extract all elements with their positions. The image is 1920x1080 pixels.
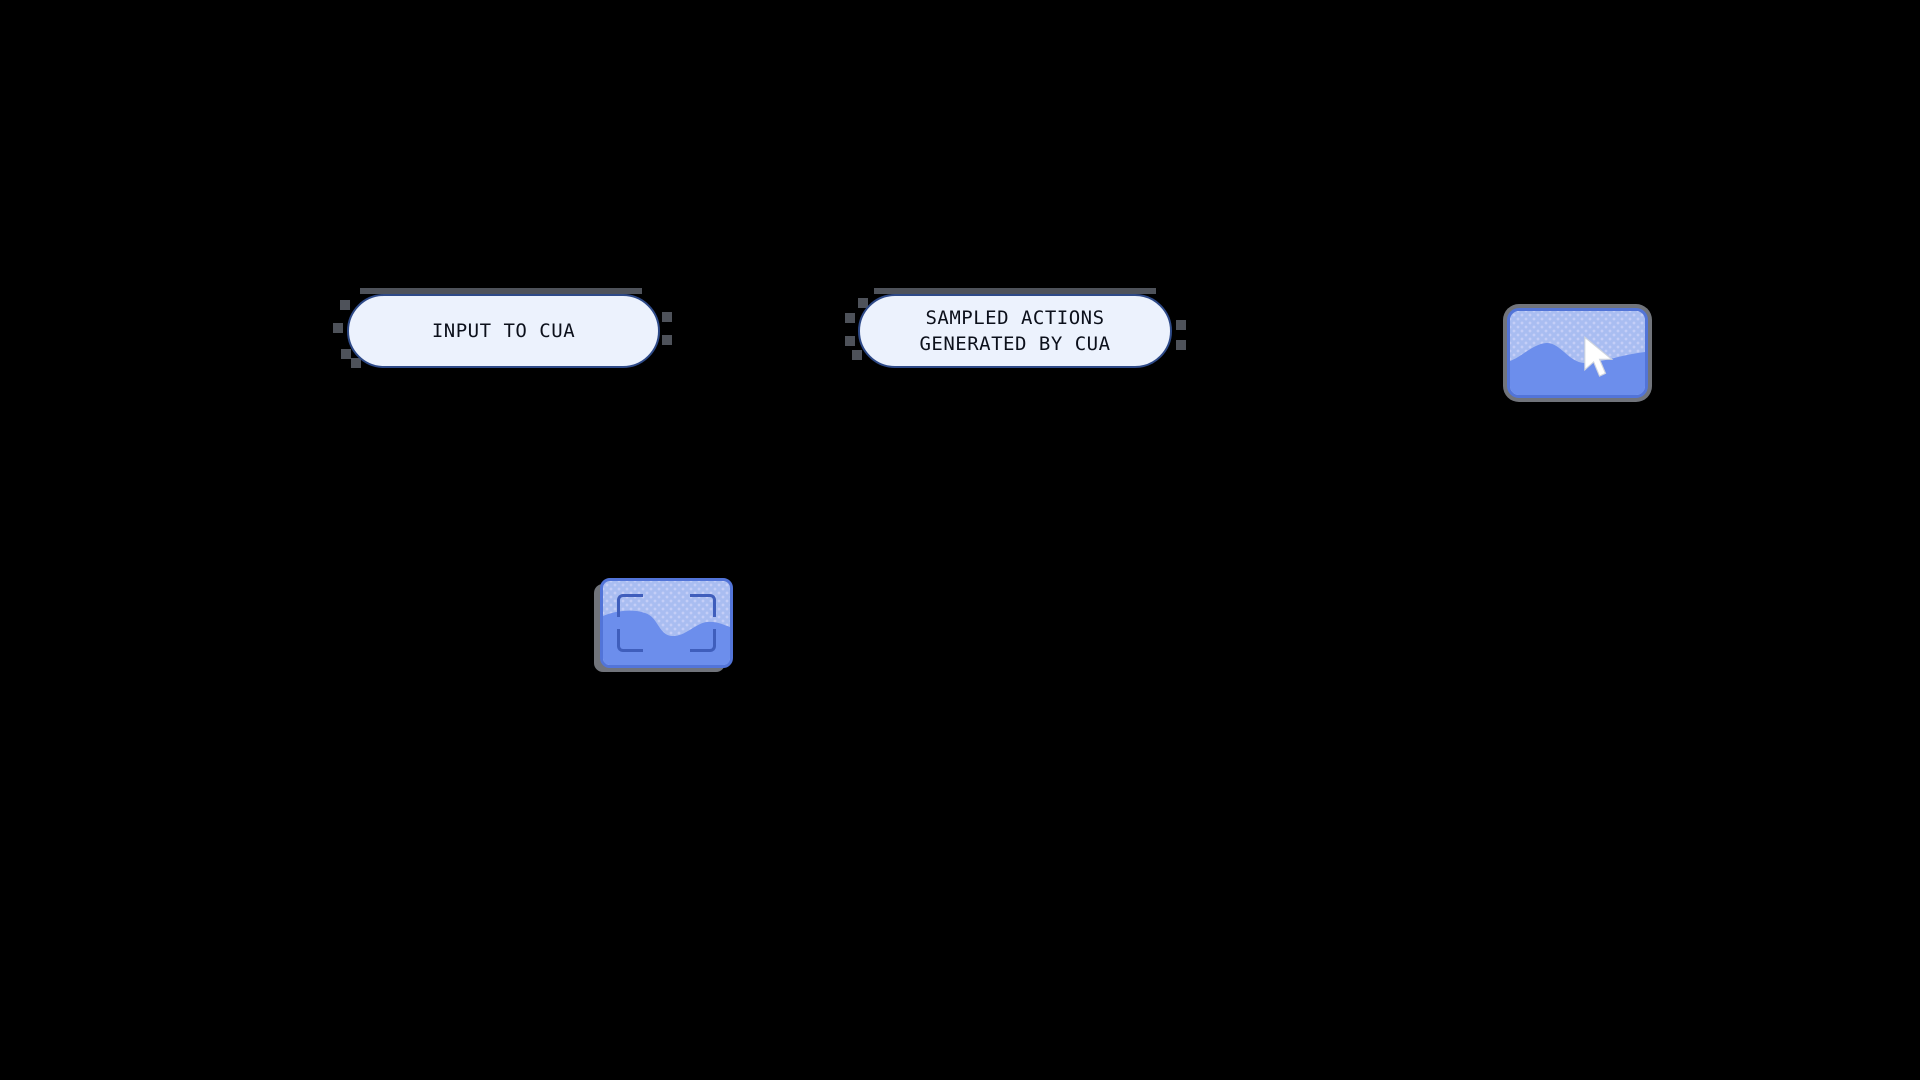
connector-stub	[845, 313, 855, 323]
node-label-line1: SAMPLED ACTIONS	[925, 307, 1105, 329]
pixel-shadow	[351, 358, 361, 368]
connector-stub	[662, 312, 672, 322]
pixel-shadow	[852, 350, 862, 360]
pixel-shadow-bar	[360, 288, 642, 294]
pixel-shadow	[333, 323, 343, 333]
node-label-line2: GENERATED BY CUA	[919, 333, 1111, 355]
pixel-shadow	[340, 300, 350, 310]
node-label: INPUT TO CUA	[431, 320, 576, 342]
pixel-shadow	[858, 298, 868, 308]
connector-stub	[1176, 340, 1186, 350]
viewfinder-bracket-top-left-icon	[617, 594, 643, 617]
node-sampled-actions: SAMPLED ACTIONS GENERATED BY CUA	[858, 294, 1172, 368]
viewfinder-bracket-top-right-icon	[690, 594, 716, 617]
image-thumbnail-with-cursor-icon	[1507, 308, 1648, 398]
image-thumbnail-with-viewfinder-icon	[600, 578, 733, 668]
pixel-shadow-bar	[874, 288, 1156, 294]
pixel-shadow	[341, 349, 351, 359]
cursor-arrow-icon	[1582, 335, 1616, 382]
mountain-wave-shape	[1510, 342, 1645, 395]
connector-stub	[1176, 320, 1186, 330]
viewfinder-bracket-bottom-right-icon	[690, 629, 716, 652]
node-input-to-cua: INPUT TO CUA	[347, 294, 660, 368]
viewfinder-bracket-bottom-left-icon	[617, 629, 643, 652]
connector-stub	[845, 336, 855, 346]
connector-stub	[662, 335, 672, 345]
